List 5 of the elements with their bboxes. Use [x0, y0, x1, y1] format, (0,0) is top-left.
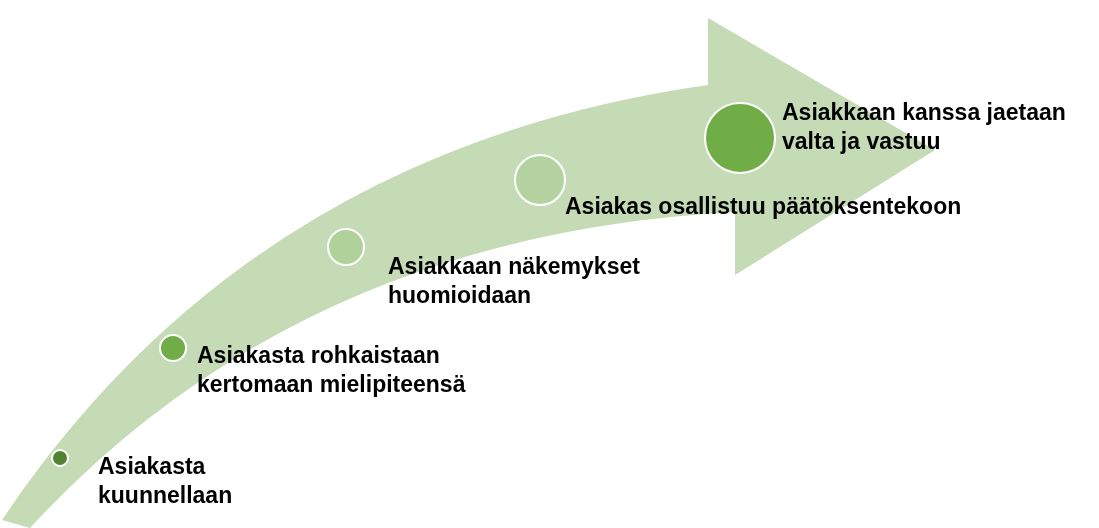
step-label: Asiakasta rohkaistaan kertomaan mielipiteensä: [197, 341, 467, 399]
step-label: Asiakkaan kanssa jaetaan valta ja vastuu: [782, 98, 1067, 156]
step-label: Asiakas osallistuu päätöksentekoon: [565, 192, 963, 221]
step-label: Asiakasta kuunnellaan: [98, 452, 234, 510]
step-label: Asiakkaan näkemykset huomioidaan: [388, 252, 641, 310]
